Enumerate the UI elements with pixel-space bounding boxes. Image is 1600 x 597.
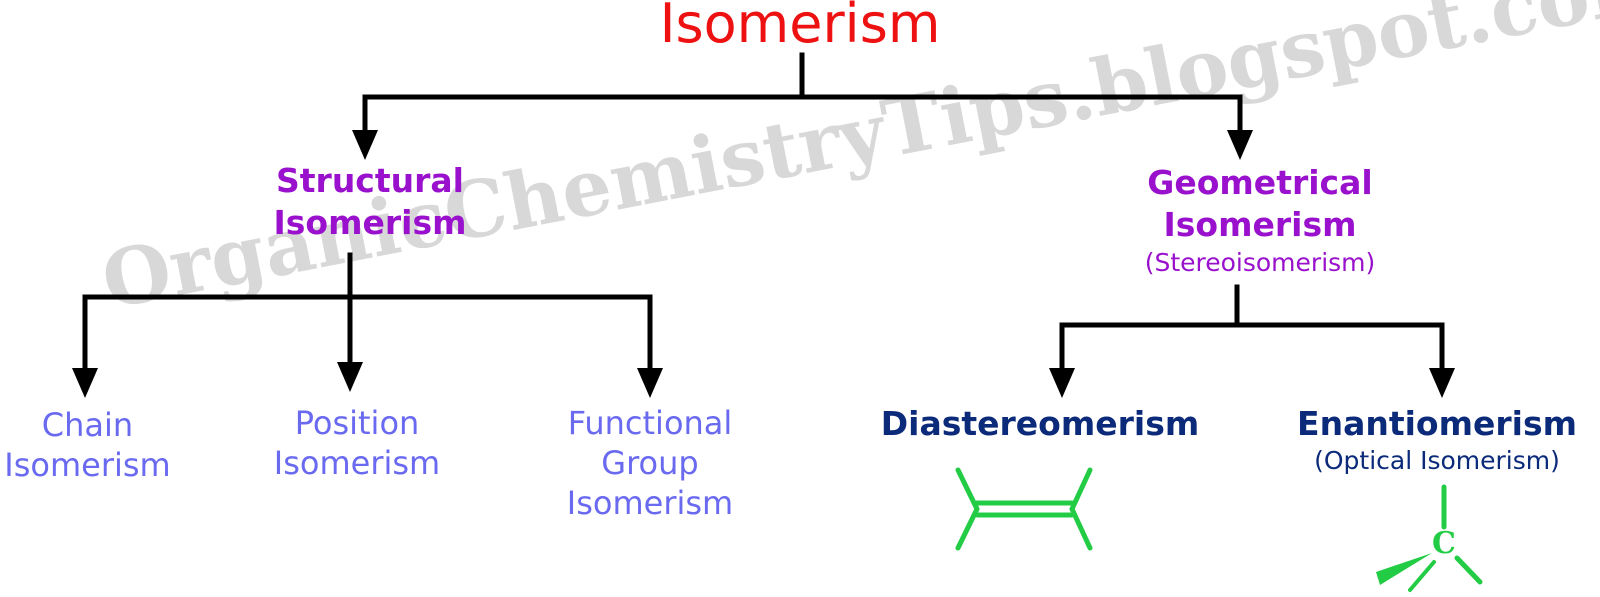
position-line1: Position [294, 404, 420, 442]
node-structural-isomerism: Structural Isomerism [240, 160, 500, 244]
geometrical-line1: Geometrical [1147, 163, 1373, 202]
functional-line3: Isomerism [566, 484, 734, 522]
chain-line2: Isomerism [4, 446, 171, 484]
arrowhead-geometrical [1227, 130, 1253, 160]
structural-line2: Isomerism [273, 203, 467, 242]
structural-line1: Structural [276, 161, 464, 200]
arrowhead-enantio [1429, 368, 1455, 398]
enantio-subtitle: (Optical Isomerism) [1314, 446, 1560, 475]
functional-line2: Group [601, 444, 699, 482]
root-node-title: Isomerism [659, 0, 941, 55]
node-diastereomerism: Diastereomerism [880, 403, 1200, 445]
arrowhead-structural [352, 130, 378, 160]
arrowhead-functional [637, 368, 663, 398]
geometrical-line2: Isomerism [1163, 205, 1357, 244]
node-chain-isomerism: Chain Isomerism [0, 405, 175, 485]
position-line2: Isomerism [273, 444, 441, 482]
carbon-label: C [1432, 526, 1456, 561]
node-functional-group-isomerism: Functional Group Isomerism [545, 403, 755, 523]
chain-line1: Chain [41, 406, 134, 444]
alkene-structure [955, 467, 1093, 551]
functional-line1: Functional [567, 404, 733, 442]
arrowhead-position [337, 362, 363, 392]
diastereo-label: Diastereomerism [880, 404, 1200, 443]
geometrical-subtitle: (Stereoisomerism) [1144, 248, 1376, 277]
node-position-isomerism: Position Isomerism [262, 403, 452, 483]
chiral-carbon-structure: C [1376, 484, 1483, 592]
enantio-label: Enantiomerism [1297, 404, 1577, 443]
arrowhead-chain [72, 368, 98, 398]
node-enantiomerism: Enantiomerism (Optical Isomerism) [1292, 403, 1582, 477]
node-geometrical-isomerism: Geometrical Isomerism (Stereoisomerism) [1100, 162, 1420, 280]
arrowhead-diastereo [1049, 368, 1075, 398]
wedge-bond [1376, 553, 1432, 585]
